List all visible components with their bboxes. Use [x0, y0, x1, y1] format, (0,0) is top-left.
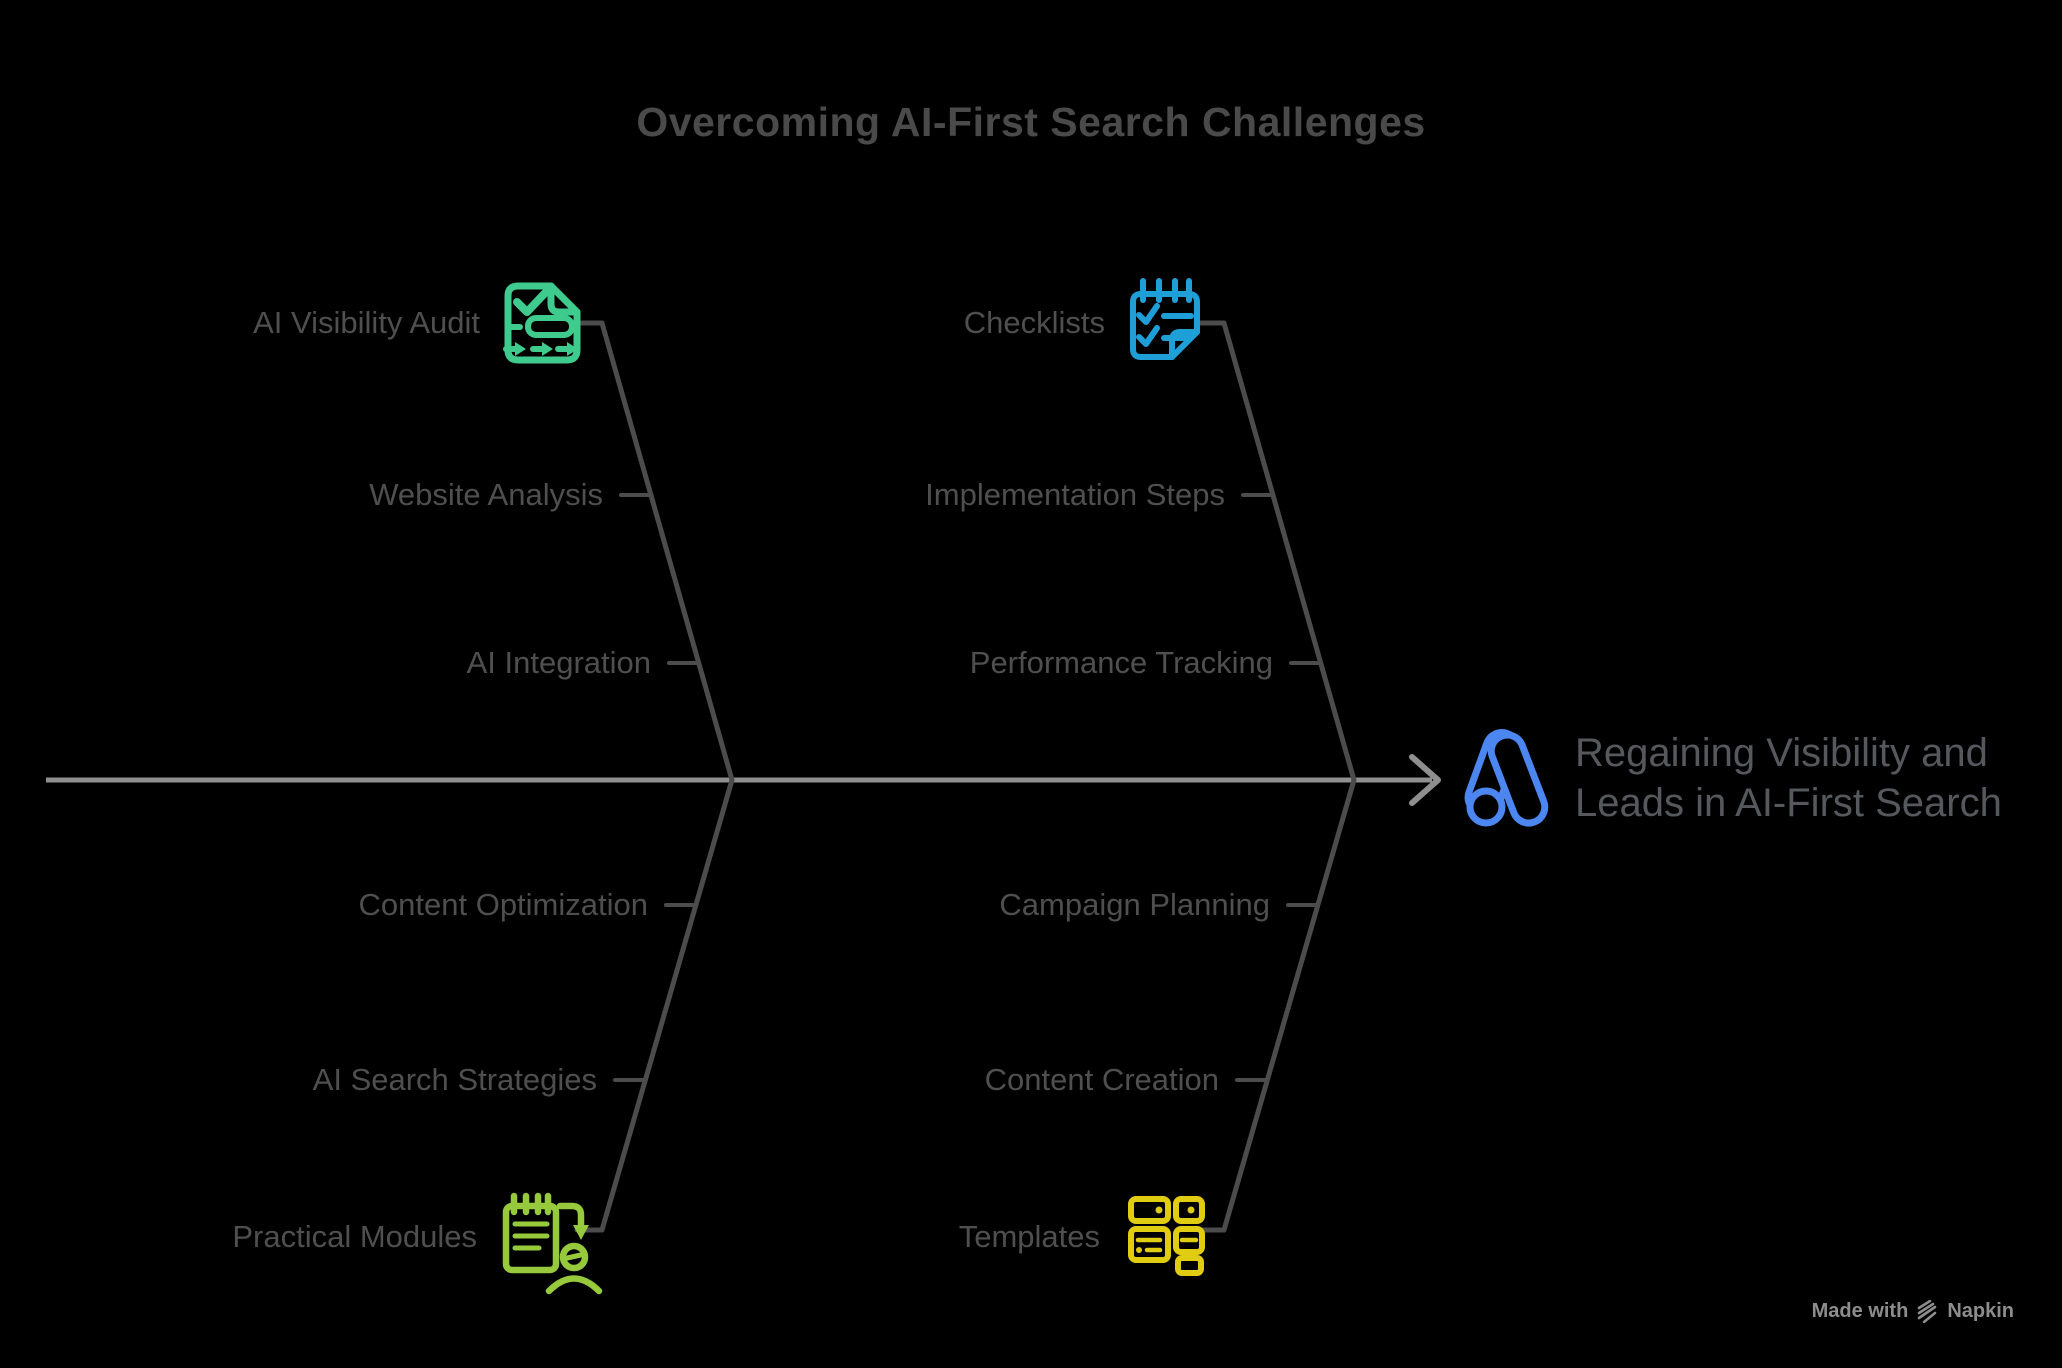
napkin-brand-label: Napkin [1947, 1300, 2014, 1322]
made-with-napkin-badge: Made with Napkin [1812, 1300, 2014, 1323]
branch-head-checklists: Checklists [963, 305, 1105, 340]
branch-line-bottom-right [1199, 777, 1357, 1233]
notepad-person-icon [502, 1192, 603, 1295]
branch-item-ai-integration: AI Integration [466, 645, 651, 680]
made-with-label: Made with [1811, 1300, 1909, 1322]
checklist-notepad-icon [1130, 278, 1200, 360]
branch-item-ai-search-strategies: AI Search Strategies [312, 1062, 597, 1097]
branch-item-implementation-steps: Implementation Steps [925, 477, 1225, 512]
branch-line-bottom-left [574, 777, 735, 1233]
outcome-line-2: Leads in AI-First Search [1575, 781, 2002, 825]
google-ads-icon [1464, 729, 1549, 827]
branch-item-content-optimization: Content Optimization [358, 887, 648, 922]
outcome-line-1: Regaining Visibility and [1575, 731, 1988, 775]
branch-head-templates: Templates [958, 1219, 1100, 1254]
branch-line-top-left [572, 320, 735, 783]
document-check-arrows-icon [503, 282, 581, 364]
outcome-label: Regaining Visibility and Leads in AI-Fir… [1575, 728, 2002, 828]
branch-item-campaign-planning: Campaign Planning [999, 887, 1270, 922]
spine-arrowhead-icon [1409, 754, 1441, 806]
branch-line-top-right [1197, 320, 1357, 783]
branch-head-ai-visibility-audit: AI Visibility Audit [253, 305, 480, 340]
branch-item-performance-tracking: Performance Tracking [969, 645, 1273, 680]
napkin-logo-icon [1918, 1300, 1937, 1323]
page-title: Overcoming AI-First Search Challenges [636, 99, 1426, 145]
branch-item-content-creation: Content Creation [984, 1062, 1219, 1097]
layout-cards-icon [1128, 1196, 1205, 1276]
branch-item-website-analysis: Website Analysis [369, 477, 603, 512]
branch-head-practical-modules: Practical Modules [232, 1219, 477, 1254]
